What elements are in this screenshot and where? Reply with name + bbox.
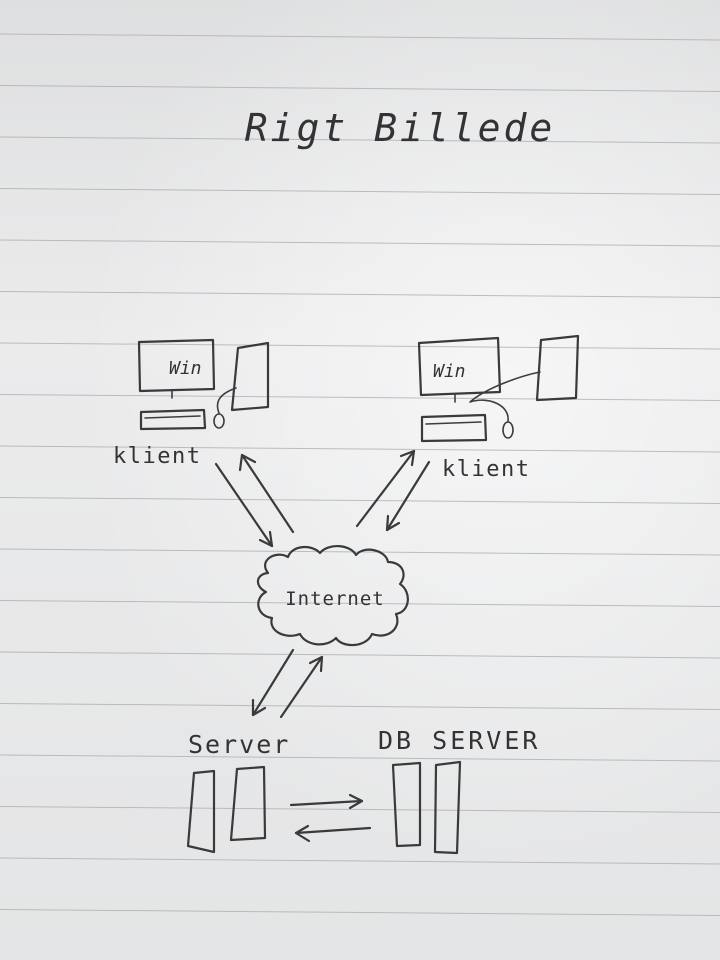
- client-left-label: klient: [113, 444, 201, 469]
- client-right: Win klient: [417, 334, 580, 482]
- arrows-server-db: [289, 793, 372, 843]
- mouse-left: [213, 413, 225, 429]
- ruled-line: [0, 239, 720, 247]
- cloud-label: Internet: [285, 588, 385, 610]
- arrows-internet-server: [251, 648, 324, 719]
- client-right-label: klient: [442, 457, 530, 482]
- keyboard-right: [420, 413, 488, 443]
- server-rack-2: [229, 765, 267, 842]
- db-rack-2: [433, 760, 462, 855]
- cloud-outline: [256, 545, 409, 647]
- ruled-line: [0, 600, 720, 607]
- ruled-line: [0, 136, 720, 144]
- ruled-line: [0, 85, 720, 92]
- ruled-line: [0, 497, 720, 504]
- ruled-line: [0, 291, 720, 298]
- server-label: Server: [188, 730, 290, 759]
- server-rack-1: [186, 769, 216, 854]
- keyboard-left: [139, 408, 207, 431]
- ruled-line: [0, 909, 720, 916]
- ruled-line: [0, 394, 720, 401]
- db-server-label: DB SERVER: [378, 726, 540, 755]
- ruled-line: [0, 33, 720, 41]
- arrows-left-client-internet: [214, 453, 295, 548]
- internet-cloud: Internet: [256, 545, 409, 647]
- ruled-line: [0, 806, 720, 813]
- db-server: DB SERVER: [378, 726, 540, 855]
- tower-left: [230, 341, 270, 412]
- arrows-right-client-internet: [355, 449, 431, 532]
- client-left: Win klient: [113, 338, 270, 469]
- ruled-line: [0, 857, 720, 865]
- monitor-right: [417, 336, 502, 397]
- monitor-right-screen-label: Win: [433, 361, 466, 382]
- ruled-line: [0, 651, 720, 659]
- monitor-left-screen-label: Win: [169, 358, 202, 379]
- mouse-right: [502, 421, 514, 439]
- ruled-line: [0, 188, 720, 195]
- sketch-title: Rigt Billede: [245, 106, 556, 150]
- tower-right: [535, 334, 580, 402]
- monitor-left: [137, 338, 216, 393]
- ruled-line: [0, 754, 720, 762]
- ruled-line: [0, 342, 720, 350]
- db-rack-1: [391, 761, 422, 848]
- ruled-line: [0, 703, 720, 710]
- ruled-line: [0, 445, 720, 453]
- server: Server: [186, 730, 290, 854]
